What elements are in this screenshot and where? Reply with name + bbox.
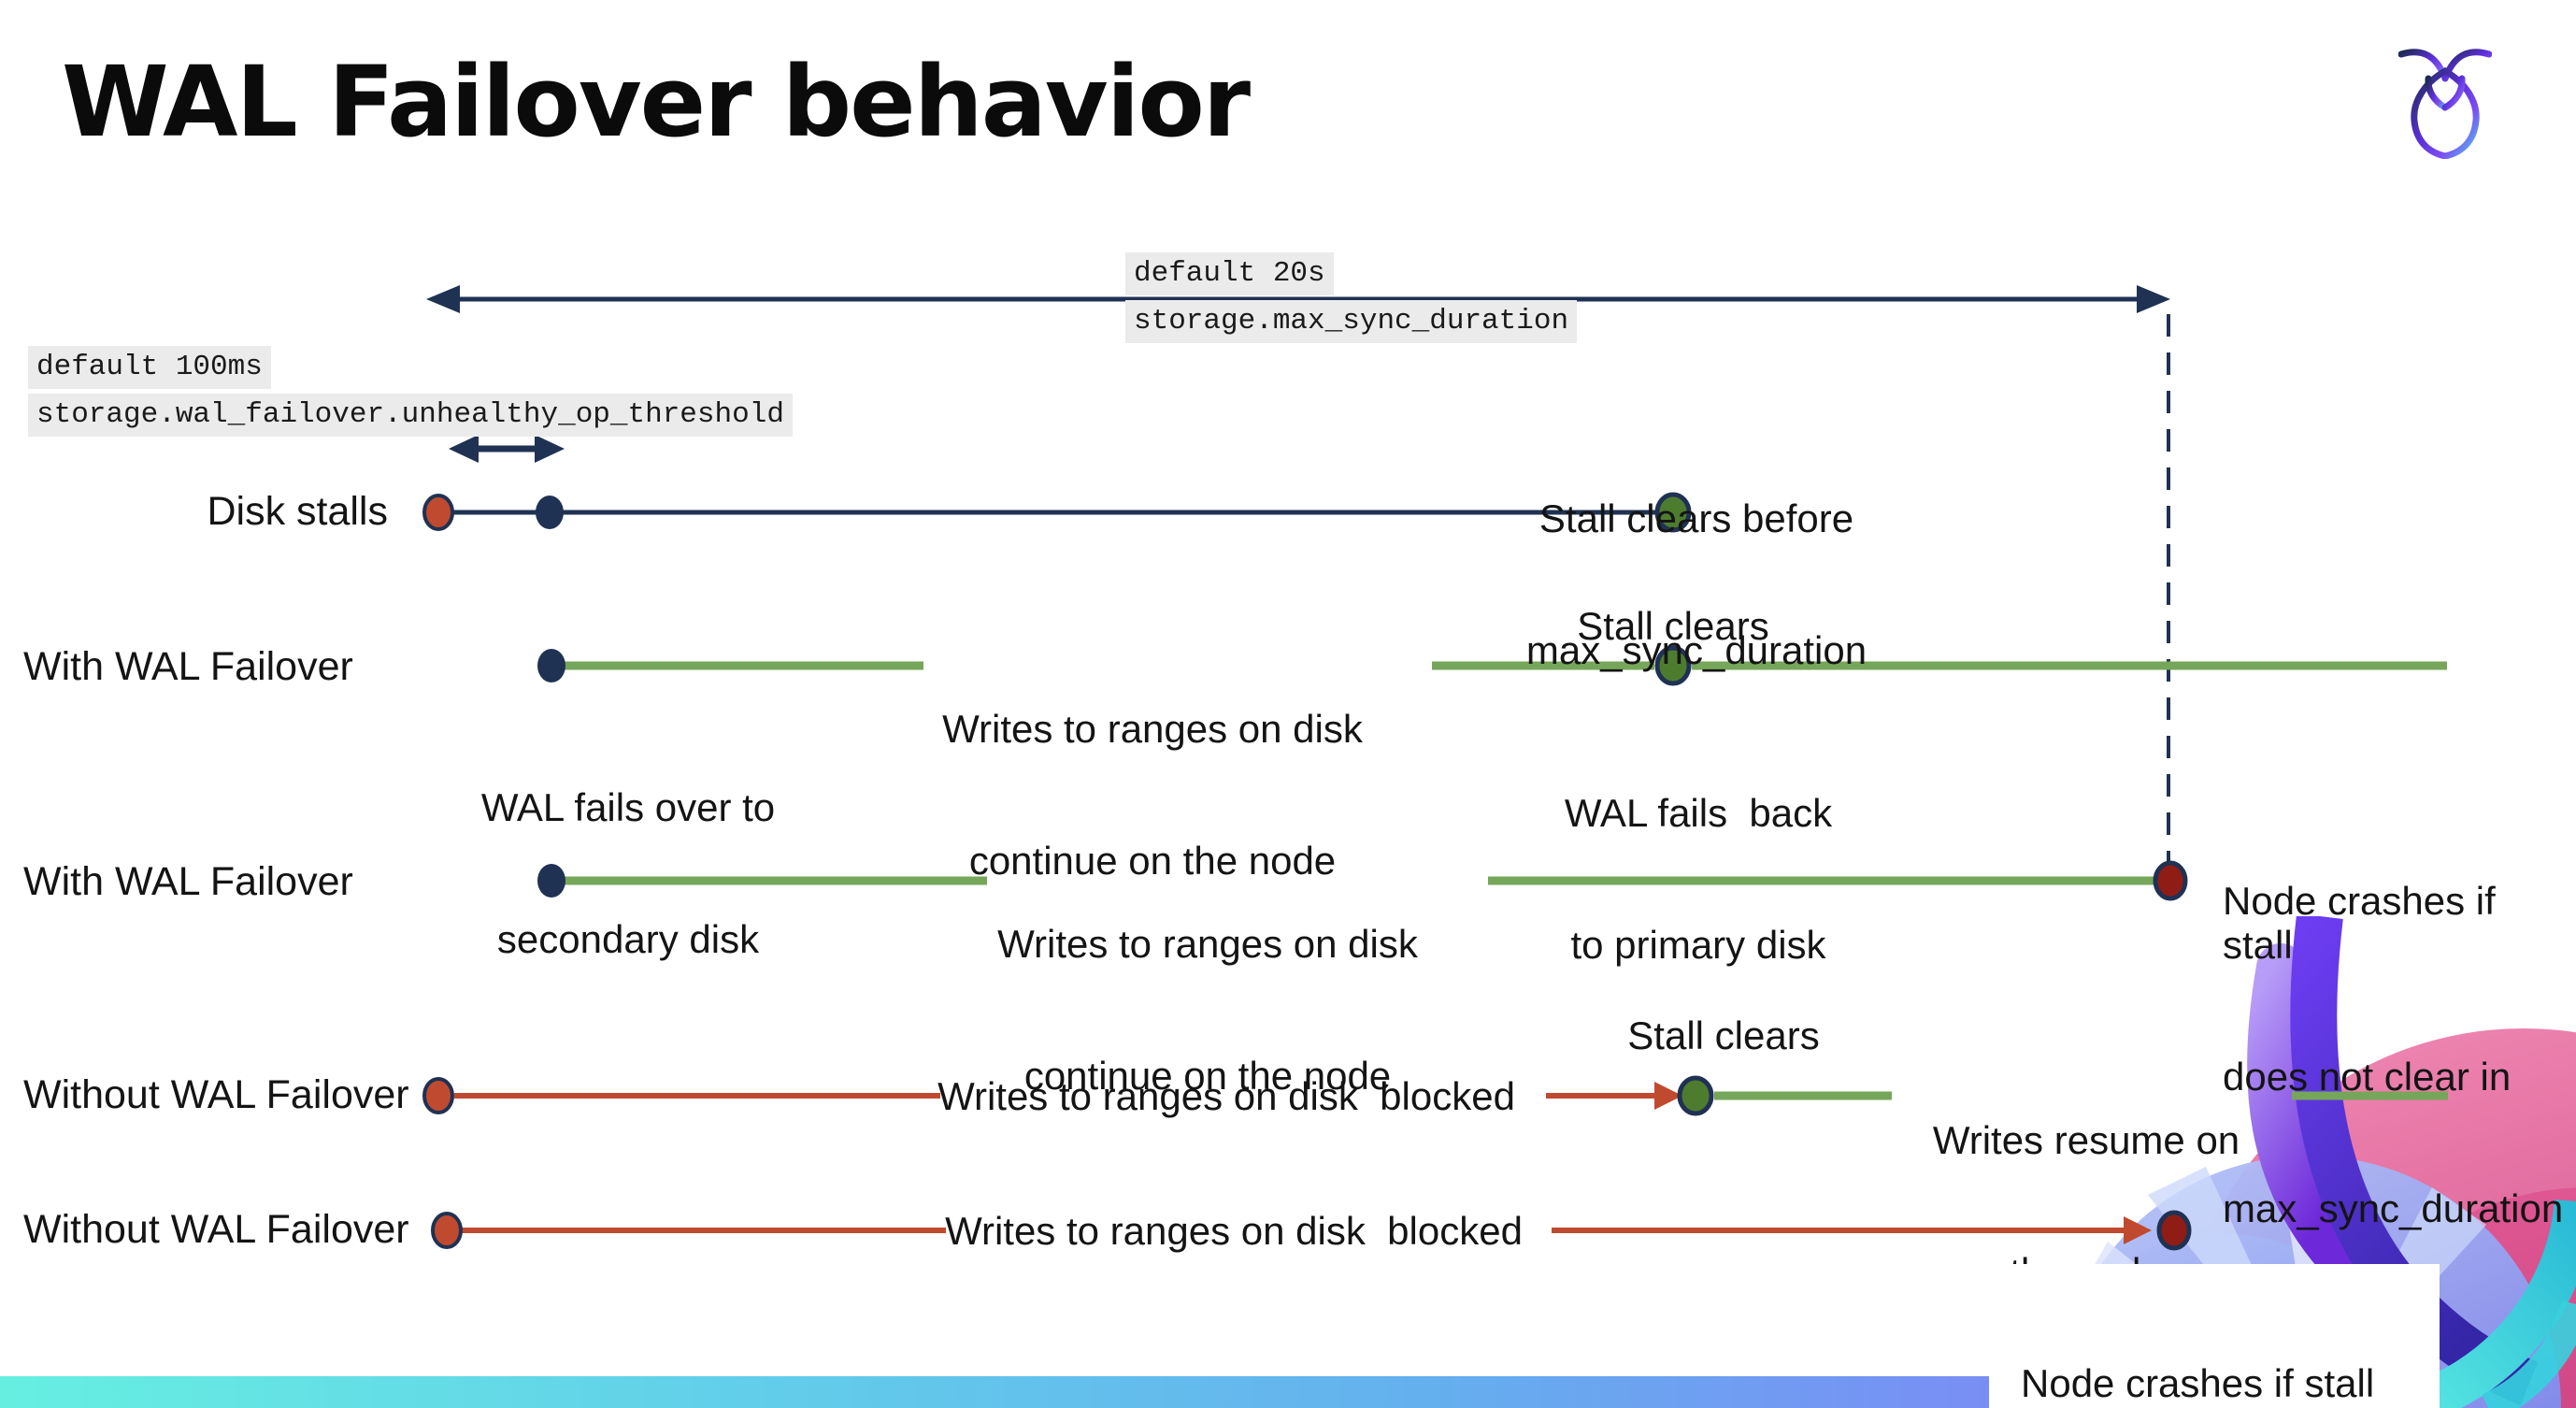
max-sync-default-chip: default 20s: [1125, 252, 1334, 295]
wal-fails-over-note: WAL fails over to secondary disk: [480, 785, 776, 961]
row-label-with-failover-2: With WAL Failover: [23, 859, 353, 904]
timeline-row-with-failover-recovers: [537, 645, 2447, 686]
stall-start-dot: [431, 1212, 463, 1249]
timeline-row-with-failover-crashes: [537, 860, 2188, 901]
node-crashes-note-2: Node crashes if stall does not clear in …: [2021, 1361, 2375, 1405]
stall-clears-note-2: Stall clears: [1627, 1013, 1820, 1057]
stall-start-dot: [422, 1077, 454, 1114]
unhealthy-op-threshold-label: default 100ms storage.wal_failover.unhea…: [28, 346, 793, 441]
art-teal-arc: [2396, 1199, 2576, 1408]
max-sync-duration-arrow: [426, 285, 2170, 313]
stall-clears-dot: [1677, 1075, 1714, 1116]
unhealthy-op-default-chip: default 100ms: [28, 346, 271, 389]
unhealthy-op-setting-chip: storage.wal_failover.unhealthy_op_thresh…: [28, 394, 793, 437]
stall-start-dot: [422, 494, 454, 531]
red-arrowhead: [1654, 1082, 1682, 1110]
stall-clears-before-note: Stall clears before max_sync_duration: [1525, 496, 1868, 672]
stall-clears-dot: [1654, 645, 1692, 686]
writes-blocked-note-1: Writes to ranges on disk blocked: [937, 1074, 1515, 1118]
wal-fails-back-note: WAL fails back to primary disk: [1564, 791, 1833, 967]
node-crash-dot: [2156, 1210, 2192, 1251]
cockroachdb-logo-icon: [2398, 49, 2492, 159]
node-crashes-note-1: Node crashes if stall does not clear in …: [2223, 879, 2564, 1230]
page-title: WAL Failover behavior: [62, 45, 1251, 159]
stall-clears-dot: [1654, 492, 1692, 533]
row-label-disk-stalls: Disk stalls: [207, 489, 388, 534]
failover-dot: [537, 864, 565, 898]
max-sync-duration-label: default 20s storage.max_sync_duration: [1125, 252, 1578, 348]
art-teal-arc-small: [2482, 1300, 2576, 1408]
failover-dot: [537, 649, 565, 682]
art-purple-band: [2247, 943, 2363, 1279]
row-label-without-failover-2: Without WAL Failover: [23, 1207, 409, 1252]
writes-continue-note-1: Writes to ranges on disk continue on the…: [942, 707, 1363, 883]
timeline-row-without-failover-crashes: [431, 1210, 2192, 1251]
row-label-without-failover-1: Without WAL Failover: [23, 1072, 409, 1117]
max-sync-setting-chip: storage.max_sync_duration: [1125, 300, 1578, 343]
timeline-row-disk-stalls: [422, 492, 1692, 533]
stall-clears-note-1: Stall clears: [1577, 604, 1769, 648]
timeline-row-without-failover-recovers: [422, 1075, 2448, 1116]
failover-threshold-dot: [536, 496, 564, 529]
red-arrowhead: [2124, 1216, 2152, 1244]
node-crashes-note-box: Node crashes if stall does not clear in …: [1989, 1264, 2440, 1408]
node-crash-dot: [2153, 860, 2188, 901]
unhealthy-op-threshold-arrow: [449, 435, 565, 463]
writes-continue-note-2: Writes to ranges on disk continue on the…: [997, 922, 1418, 1098]
row-label-with-failover-1: With WAL Failover: [23, 644, 353, 689]
writes-blocked-note-2: Writes to ranges on disk blocked: [945, 1209, 1523, 1253]
